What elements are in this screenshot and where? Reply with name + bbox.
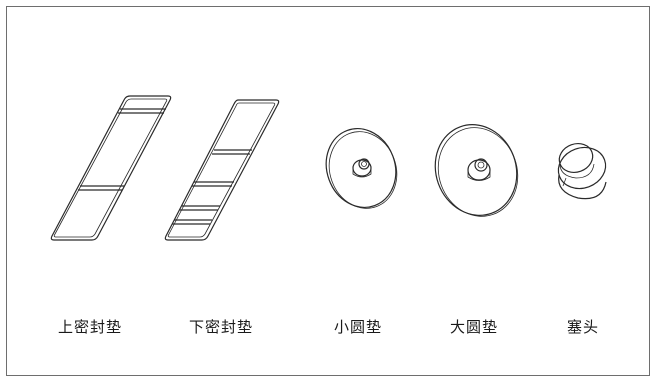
large-round-pad-icon (434, 124, 519, 217)
small-round-pad-icon (325, 128, 398, 209)
label-large-round-pad: 大圆垫 (449, 318, 499, 336)
lower-seal-gasket-icon (164, 99, 280, 241)
label-small-round-pad: 小圆垫 (333, 318, 383, 336)
label-plug: 塞头 (566, 318, 600, 336)
label-upper-seal-gasket: 上密封垫 (57, 318, 123, 336)
label-lower-seal-gasket: 下密封垫 (188, 318, 254, 336)
diagram-frame (6, 6, 650, 376)
plug-icon (557, 143, 607, 200)
upper-seal-gasket-icon (50, 95, 172, 241)
